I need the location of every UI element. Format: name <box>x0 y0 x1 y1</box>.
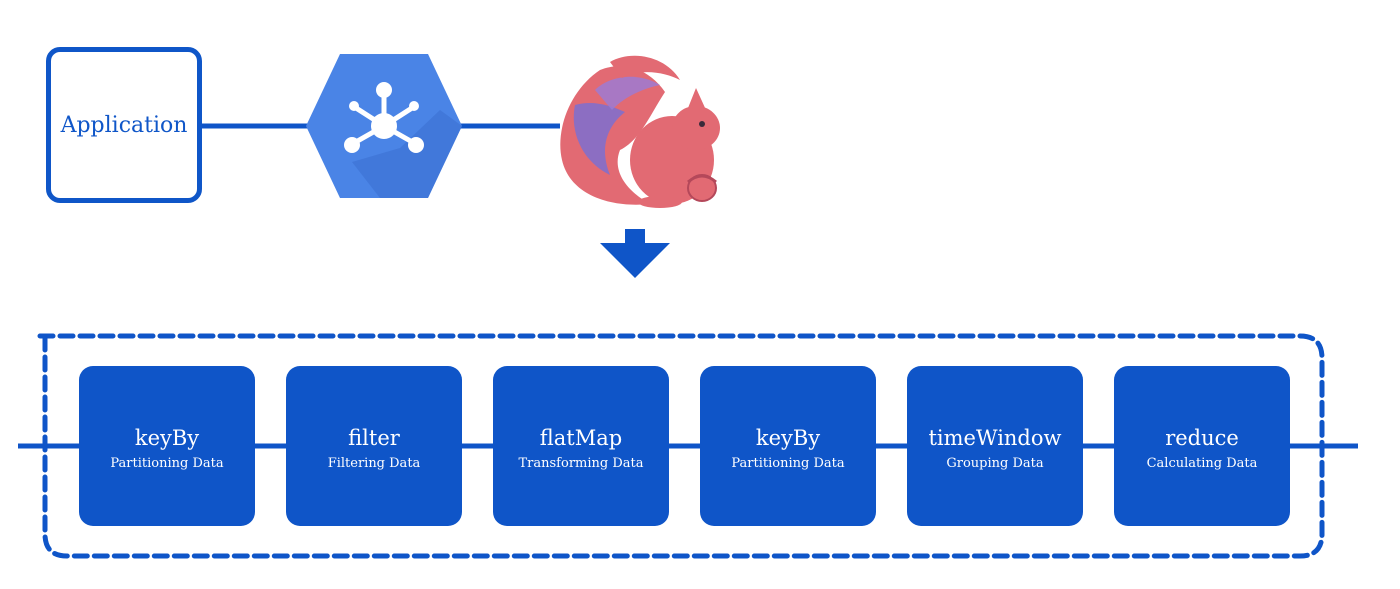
stage-name: filter <box>348 426 400 450</box>
stage-name: flatMap <box>539 426 623 450</box>
stage-desc: Filtering Data <box>327 456 421 471</box>
application-label: Application <box>60 112 188 138</box>
stage-desc: Calculating Data <box>1146 456 1258 471</box>
stage-reduce: reduce Calculating Data <box>1114 366 1290 526</box>
pubsub-hexagon-icon <box>306 54 462 198</box>
stage-desc: Partitioning Data <box>110 456 224 471</box>
stage-desc: Partitioning Data <box>731 456 845 471</box>
stage-flatmap: flatMap Transforming Data <box>493 366 669 526</box>
stage-name: timeWindow <box>928 426 1062 450</box>
pipeline-frame <box>37 333 1325 559</box>
stage-timewindow: timeWindow Grouping Data <box>907 366 1083 526</box>
stage-name: keyBy <box>755 426 821 450</box>
arrow-down-icon <box>600 229 670 278</box>
application-box: Application <box>46 47 202 203</box>
stage-name: keyBy <box>134 426 200 450</box>
stage-desc: Grouping Data <box>946 456 1044 471</box>
stage-keyby-1: keyBy Partitioning Data <box>79 366 255 526</box>
stage-desc: Transforming Data <box>518 456 644 471</box>
stage-filter: filter Filtering Data <box>286 366 462 526</box>
stage-keyby-2: keyBy Partitioning Data <box>700 366 876 526</box>
stage-name: reduce <box>1165 426 1239 450</box>
squirrel-icon <box>560 55 720 208</box>
